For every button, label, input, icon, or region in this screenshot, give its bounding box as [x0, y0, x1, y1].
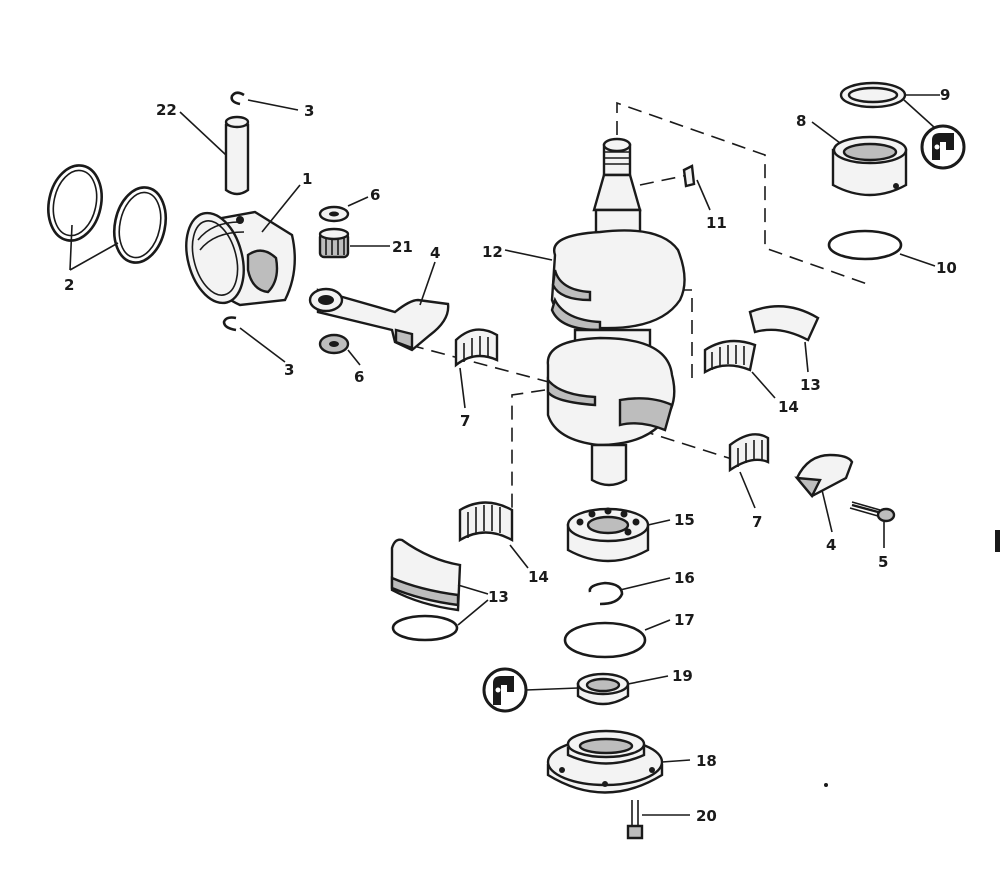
callout-9: 9	[940, 86, 950, 104]
callout-4-cap: 4	[826, 536, 836, 554]
oil-seal-part-19	[576, 672, 630, 706]
callout-18: 18	[696, 752, 717, 770]
bearing-half-part-13-right	[748, 305, 820, 342]
bearing-ring-part-13	[391, 614, 459, 642]
callout-13-left: 13	[488, 588, 509, 606]
retaining-ring-part-3-bottom	[222, 316, 237, 332]
callout-20: 20	[696, 807, 717, 825]
piston-pin-part-22	[224, 115, 250, 196]
crankshaft-part-12	[546, 137, 686, 487]
callout-5: 5	[878, 553, 888, 571]
callout-6-bottom: 6	[354, 368, 364, 386]
callout-22: 22	[156, 101, 177, 119]
rod-cap-screw-part-5	[849, 501, 896, 523]
callout-4-rod: 4	[430, 244, 440, 262]
callout-leader-lines	[69, 94, 940, 816]
callout-10: 10	[936, 259, 957, 277]
callout-2: 2	[64, 276, 74, 294]
thrust-washer-part-6-bottom	[318, 333, 350, 355]
piston-rings-part-2	[47, 164, 167, 264]
bearing-cage-part-7-left	[454, 328, 499, 368]
callout-17: 17	[674, 611, 695, 629]
connecting-rod-part-4	[308, 287, 450, 352]
sealant-application-icon	[482, 667, 528, 713]
callout-7-right: 7	[752, 513, 762, 531]
callout-14-left: 14	[528, 568, 549, 586]
callout-12: 12	[482, 243, 503, 261]
sealant-application-icon	[920, 124, 966, 170]
needle-bearing-part-21	[318, 227, 350, 259]
bearing-cage-part-14-right	[703, 339, 757, 375]
callout-3-bottom: 3	[284, 361, 294, 379]
o-ring-part-10	[827, 229, 903, 261]
bearing-cage-part-7-right	[728, 433, 770, 473]
callout-1: 1	[302, 170, 312, 188]
callout-14-right: 14	[778, 398, 799, 416]
bearing-half-part-13-left	[390, 538, 462, 612]
callout-3-top: 3	[304, 102, 314, 120]
connecting-rod-cap-part-4	[794, 453, 854, 499]
scan-marks	[824, 530, 1000, 787]
thrust-washer-part-6-top	[318, 205, 350, 223]
assembly-dashed-lines	[409, 101, 871, 510]
retaining-ring-part-3-top	[230, 91, 245, 106]
ball-bearing-part-15	[566, 507, 650, 563]
bearing-cage-part-14-left	[458, 501, 514, 543]
piston-part-1	[185, 210, 296, 307]
callout-8: 8	[796, 112, 806, 130]
roller-bearing-part-8	[831, 135, 908, 197]
callout-19: 19	[672, 667, 693, 685]
callout-11: 11	[706, 214, 727, 232]
callout-7-left: 7	[460, 412, 470, 430]
woodruff-key-part-11	[682, 164, 696, 188]
callout-15: 15	[674, 511, 695, 529]
o-ring-part-17	[563, 621, 647, 659]
callout-21: 21	[392, 238, 413, 256]
callout-numbers: 1 2 3 3 4 4 5 6 6 7 7 8 9 10 11 12 13 13…	[64, 86, 957, 825]
retainer-screw-part-20	[626, 800, 644, 840]
snap-ring-part-16	[588, 581, 624, 606]
callout-16: 16	[674, 569, 695, 587]
bearing-retainer-part-18	[546, 729, 664, 794]
seal-ring-part-9	[839, 81, 907, 109]
callout-6-top: 6	[370, 186, 380, 204]
callout-13-right: 13	[800, 376, 821, 394]
